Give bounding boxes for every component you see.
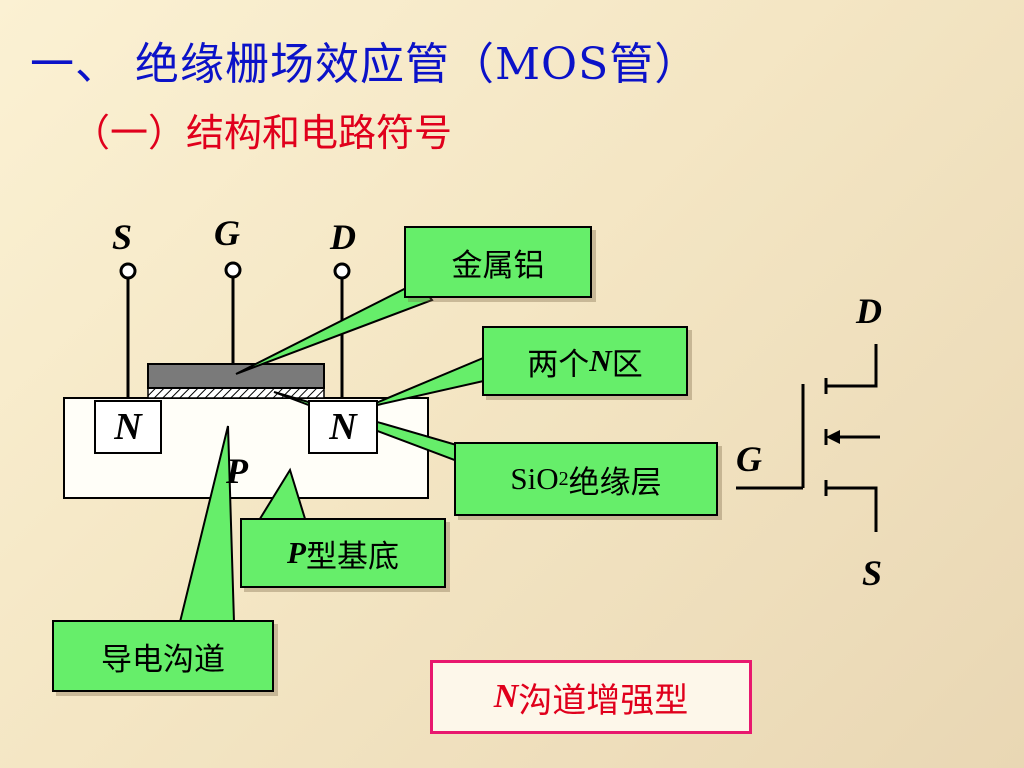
oxide-main: SiO [510,461,559,496]
oxide-sub: 2 [558,467,569,490]
symbol-source-label: S [862,553,883,593]
channel-callout-text: 导电沟道 [101,641,225,678]
n-region-left: N [94,400,162,454]
p-region-label: P [226,451,248,491]
metal-callout: 金属铝 [404,226,592,298]
note-letter: N [493,678,519,715]
mos-circuit-symbol [736,344,880,532]
source-terminal [119,262,137,280]
symbol-arrow [826,430,840,444]
two-n-suffix: 区 [611,346,643,383]
gate-label: G [214,213,240,253]
drain-label: D [330,217,356,257]
two-n-letter: N [589,343,612,378]
metal-callout-text: 金属铝 [451,247,545,284]
channel-callout: 导电沟道 [52,620,274,692]
substrate-suffix: 型基底 [305,538,399,575]
substrate-letter: P [287,535,306,570]
symbol-drain-label: D [856,291,882,331]
section-subtitle: （一）结构和电路符号 [72,111,453,155]
symbol-gate-label: G [736,439,762,479]
source-label: S [112,217,133,257]
symbol-drain-wire [826,344,878,388]
symbol-source-wire [826,486,878,532]
two-n-prefix: 两个 [527,346,590,383]
metal-gate [147,363,325,389]
metal-pointer [235,280,434,375]
gate-terminal [224,261,242,279]
drain-terminal [333,262,351,280]
page-title: 一、 绝缘栅场效应管（MOS管） [30,39,700,90]
oxide-suffix: 绝缘层 [568,464,662,501]
note-text: 沟道增强型 [518,680,689,721]
sio2-layer [147,387,325,399]
n-region-right: N [308,400,378,454]
